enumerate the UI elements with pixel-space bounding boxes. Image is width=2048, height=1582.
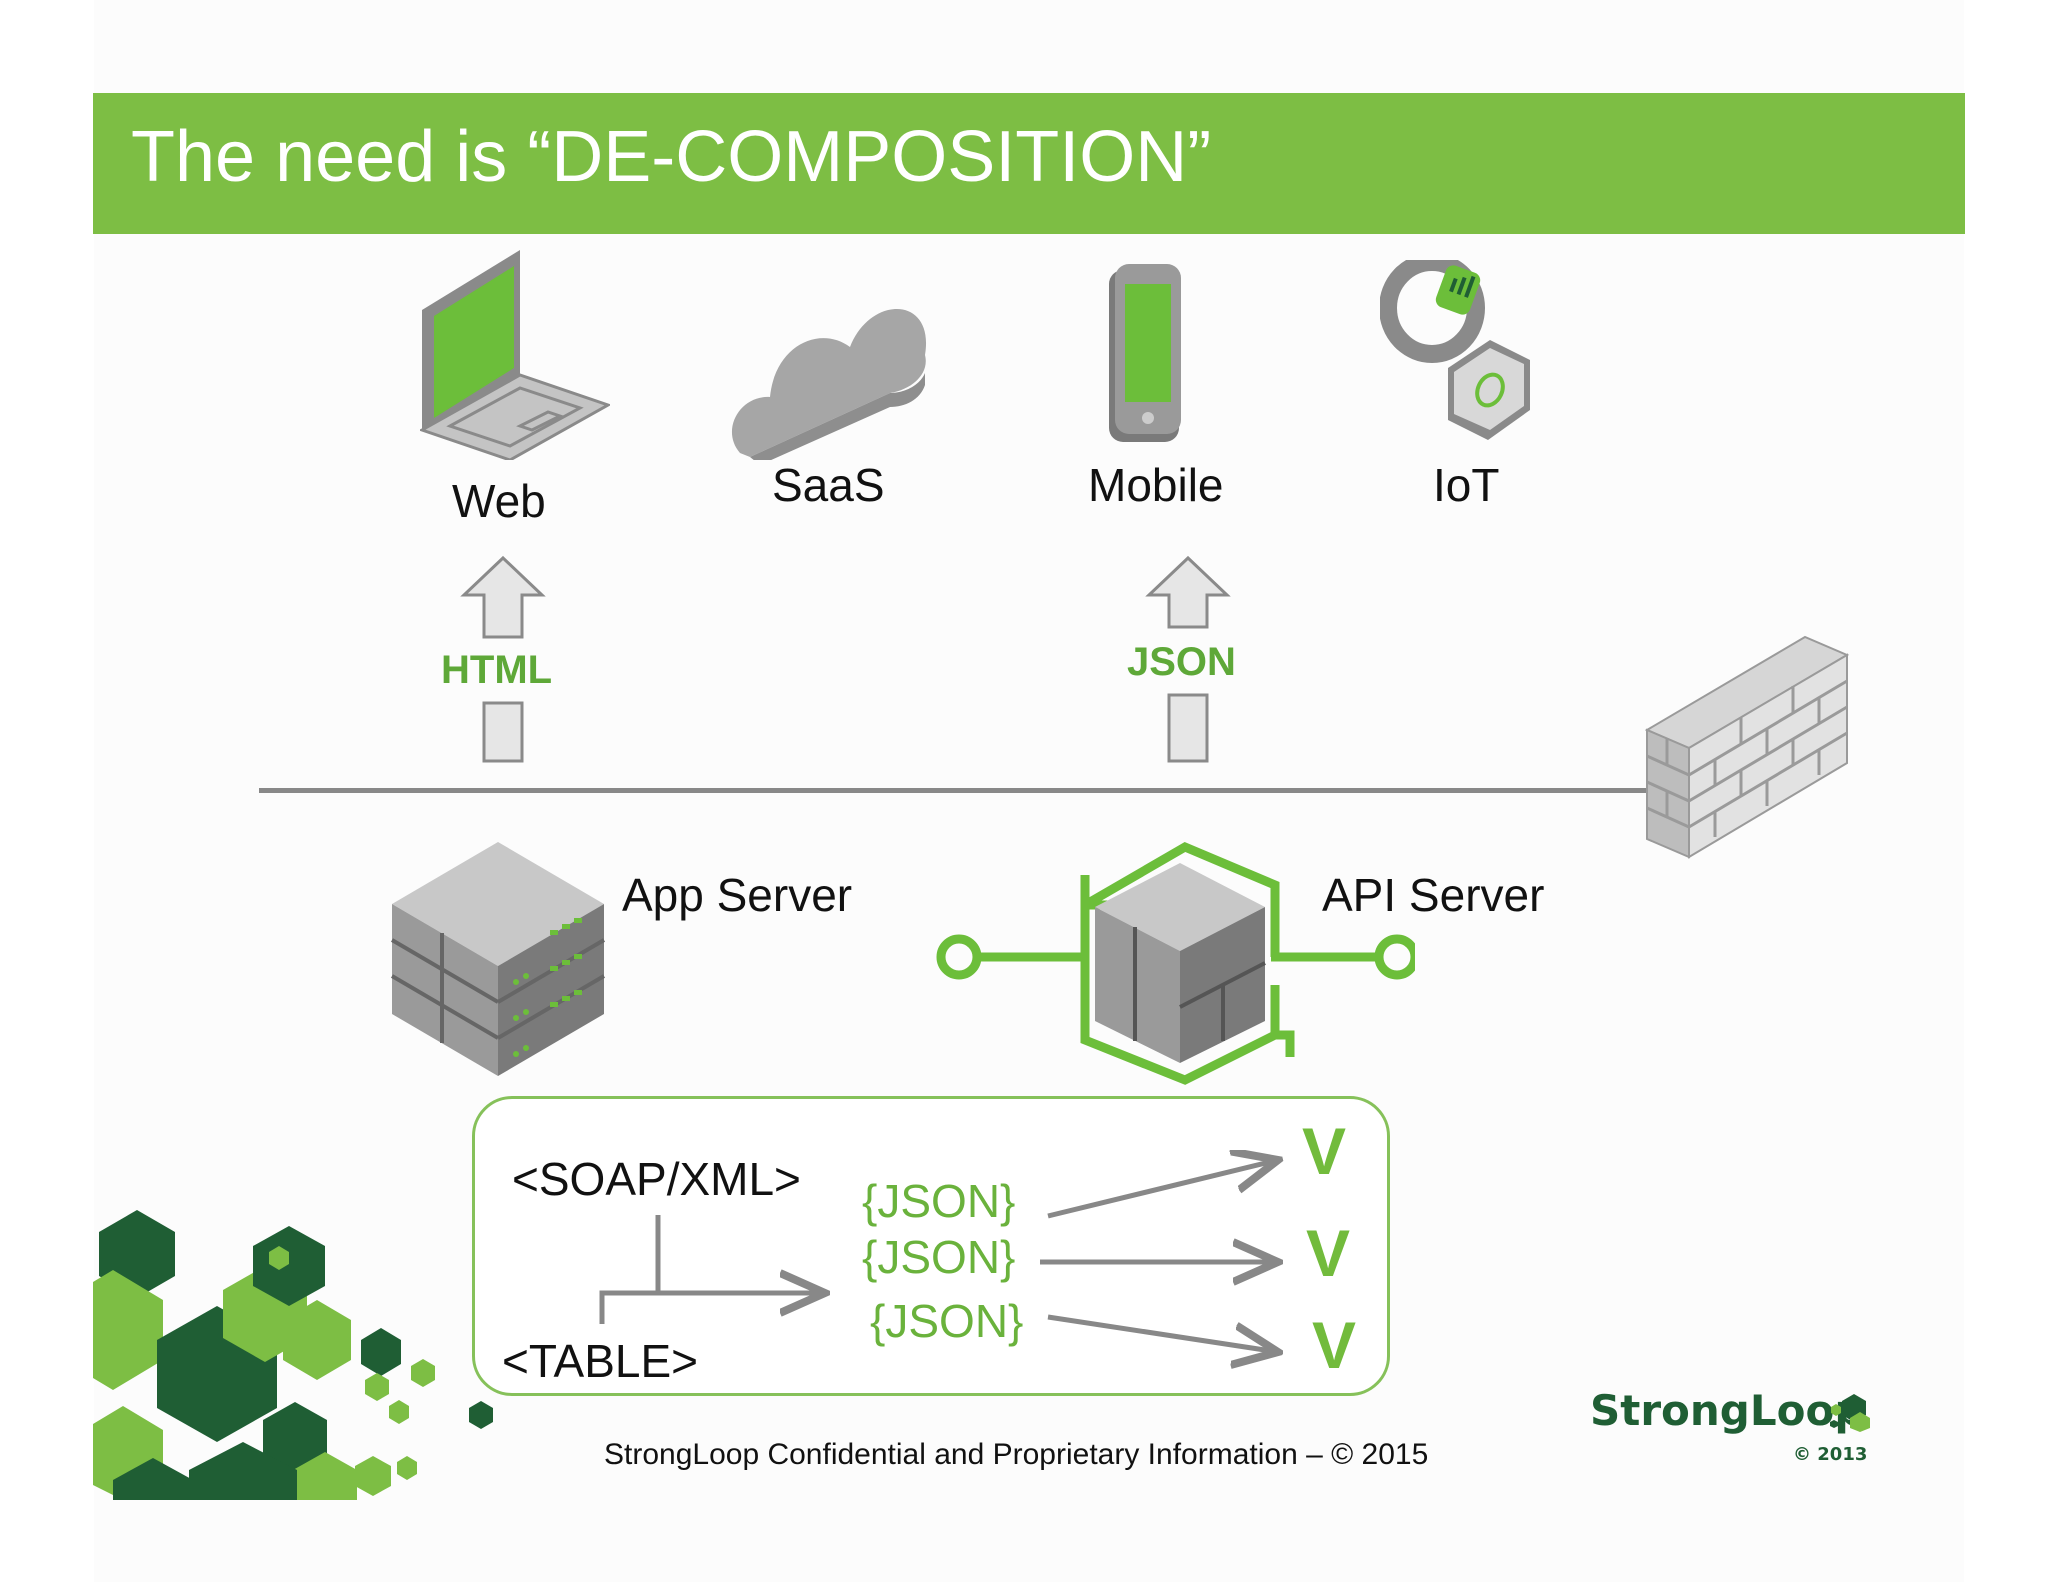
soap-xml-label: <SOAP/XML> (512, 1153, 801, 1205)
html-up-arrow-icon (460, 555, 546, 763)
decorative-hexagons (93, 1210, 493, 1500)
firewall-brick-wall-icon (1645, 635, 1850, 859)
server-label-app: App Server (622, 869, 853, 921)
api-server-icon (936, 841, 1415, 1085)
json-label-1: {JSON} (862, 1175, 1016, 1227)
protocol-label-html: HTML (441, 648, 553, 692)
client-label-mobile: Mobile (1088, 459, 1224, 511)
app-server-icon (390, 842, 606, 1076)
strongloop-logo-icon (1830, 1394, 1870, 1432)
strongloop-logo-text: StrongLoop (1590, 1386, 1865, 1435)
client-label-web: Web (452, 475, 546, 527)
client-label-iot: IoT (1433, 459, 1500, 511)
cloud-icon (731, 308, 927, 460)
transformation-arrows (599, 1150, 1290, 1370)
check-mark-1: V (1302, 1114, 1347, 1188)
json-label-3: {JSON} (870, 1295, 1024, 1347)
json-up-arrow-icon (1145, 555, 1231, 763)
slide-title: The need is “DE-COMPOSITION” (131, 117, 1212, 197)
footer-copyright: StrongLoop Confidential and Proprietary … (604, 1438, 1429, 1471)
json-label-2: {JSON} (862, 1231, 1016, 1283)
protocol-label-json: JSON (1127, 640, 1236, 684)
laptop-icon (420, 250, 610, 460)
client-label-saas: SaaS (772, 459, 885, 511)
server-label-api: API Server (1322, 869, 1545, 921)
title-bar: The need is “DE-COMPOSITION” (93, 93, 1965, 234)
firewall-line (259, 788, 1654, 793)
check-mark-2: V (1306, 1216, 1351, 1290)
iot-devices-icon (1380, 260, 1530, 440)
logo-year: © 2013 (1793, 1444, 1868, 1465)
phone-icon (1109, 264, 1181, 442)
table-label: <TABLE> (502, 1335, 699, 1387)
check-mark-3: V (1312, 1308, 1357, 1382)
